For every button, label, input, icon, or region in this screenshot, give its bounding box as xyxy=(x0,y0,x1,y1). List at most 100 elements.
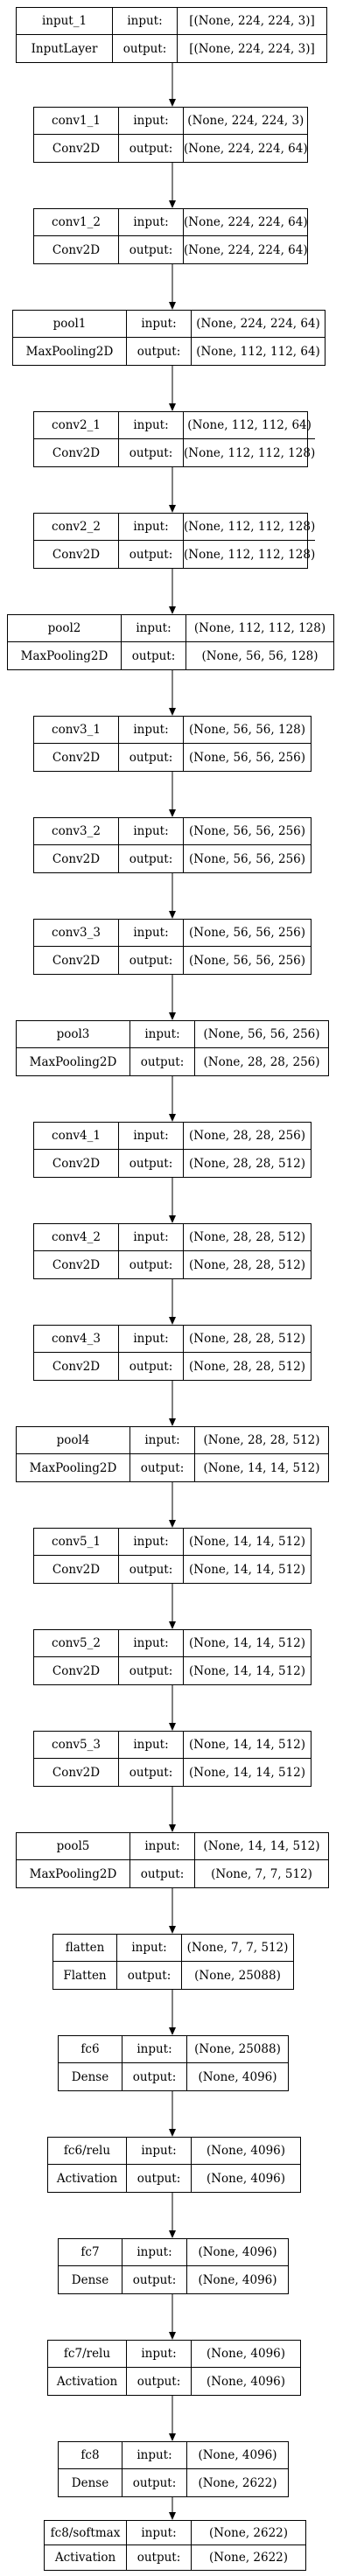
input-shape: (None, 112, 112, 128) xyxy=(184,520,316,534)
arrowhead-icon xyxy=(169,1317,176,1325)
input-label: input: xyxy=(127,2138,192,2164)
layer-name: conv3_3 xyxy=(34,920,119,946)
output-label: output: xyxy=(122,2063,187,2090)
input-label: input: xyxy=(122,615,186,641)
input-shape: [(None, 224, 224, 3)] xyxy=(189,14,315,28)
layer-type: Conv2D xyxy=(34,1759,119,1786)
layer-type: Conv2D xyxy=(34,1150,119,1177)
layer-type: Conv2D xyxy=(34,1353,119,1380)
layer-type: Conv2D xyxy=(34,947,119,974)
output-label: output: xyxy=(119,541,184,568)
layer-name: fc8 xyxy=(59,2442,122,2468)
output-label: output: xyxy=(119,135,184,162)
output-label: output: xyxy=(127,2165,192,2192)
output-shape: (None, 14, 14, 512) xyxy=(188,1663,306,1678)
layer-type: MaxPooling2D xyxy=(8,642,122,669)
layer-name: fc6/relu xyxy=(48,2138,127,2164)
output-shape: (None, 14, 14, 512) xyxy=(203,1460,320,1475)
input-label: input: xyxy=(130,1833,195,1859)
layer-type: Dense xyxy=(59,2266,122,2293)
input-shape: (None, 28, 28, 512) xyxy=(188,1230,306,1244)
layer-type: Conv2D xyxy=(34,845,119,872)
output-shape: (None, 224, 224, 64) xyxy=(184,242,308,257)
input-shape: (None, 14, 14, 512) xyxy=(188,1738,306,1752)
layer-name: fc6 xyxy=(59,2036,122,2062)
input-label: input: xyxy=(119,717,184,743)
layer-name: pool1 xyxy=(13,311,127,337)
layer-type: Activation xyxy=(45,2545,127,2570)
input-label: input: xyxy=(119,1630,184,1656)
input-label: input: xyxy=(119,1123,184,1149)
output-label: output: xyxy=(119,439,184,466)
layer-name: pool4 xyxy=(17,1427,130,1453)
layer-type: Flatten xyxy=(53,1962,117,1989)
output-label: output: xyxy=(119,845,184,872)
layer-type: MaxPooling2D xyxy=(17,1048,130,1075)
input-label: input: xyxy=(122,2442,187,2468)
output-shape: (None, 112, 112, 128) xyxy=(184,547,316,562)
input-label: input: xyxy=(113,8,178,34)
output-shape: (None, 14, 14, 512) xyxy=(188,1562,306,1577)
output-shape: (None, 25088) xyxy=(194,1968,281,1983)
output-label: output: xyxy=(122,2469,187,2496)
arrowhead-icon xyxy=(169,2433,176,2441)
layer-name: pool5 xyxy=(17,1833,130,1859)
arrowhead-icon xyxy=(169,1723,176,1731)
input-label: input: xyxy=(122,2239,187,2265)
output-label: output: xyxy=(122,2266,187,2293)
input-label: input: xyxy=(119,514,184,540)
input-label: input: xyxy=(119,818,184,844)
arrowhead-icon xyxy=(169,200,176,208)
output-shape: (None, 112, 112, 128) xyxy=(184,445,316,460)
output-label: output: xyxy=(127,2368,192,2395)
arrowhead-icon xyxy=(169,2332,176,2340)
input-label: input: xyxy=(119,209,184,235)
layer-name: fc7/relu xyxy=(48,2341,127,2367)
layer-type: Activation xyxy=(48,2368,127,2395)
input-shape: (None, 4096) xyxy=(206,2144,286,2158)
arrowhead-icon xyxy=(169,809,176,817)
output-shape: (None, 112, 112, 64) xyxy=(196,344,320,359)
output-label: output: xyxy=(130,1860,195,1887)
arrowhead-icon xyxy=(169,1824,176,1832)
layer-name: pool3 xyxy=(17,1021,130,1047)
output-shape: (None, 28, 28, 256) xyxy=(203,1054,320,1069)
input-shape: (None, 28, 28, 512) xyxy=(203,1433,320,1447)
output-label: output: xyxy=(130,1454,195,1481)
